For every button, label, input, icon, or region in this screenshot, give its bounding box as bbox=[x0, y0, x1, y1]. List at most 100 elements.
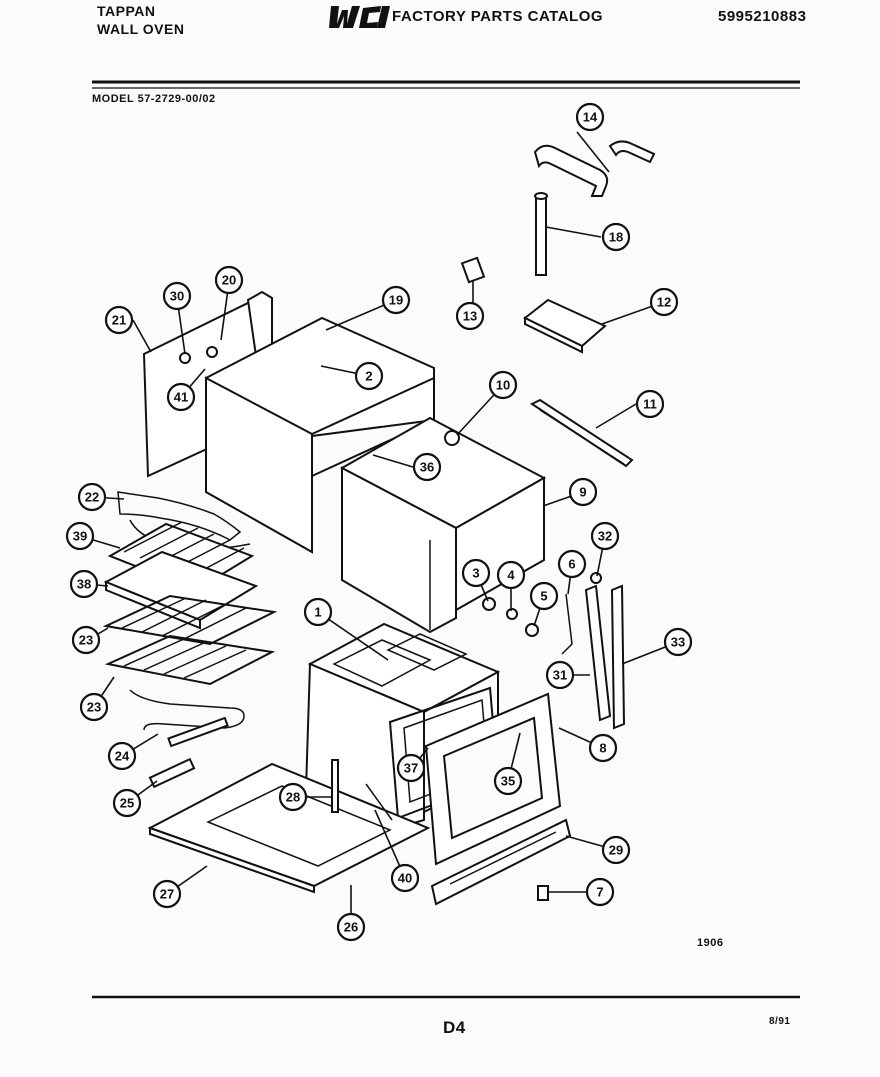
svg-text:1: 1 bbox=[314, 605, 321, 620]
callout-32: 32 bbox=[590, 521, 620, 551]
callout-9: 9 bbox=[568, 477, 598, 507]
svg-text:3: 3 bbox=[472, 566, 479, 581]
oven-rack-upper-part bbox=[102, 594, 278, 646]
svg-text:26: 26 bbox=[344, 920, 358, 935]
callout-40: 40 bbox=[390, 863, 420, 893]
terminal-block-part bbox=[148, 757, 196, 789]
svg-text:6: 6 bbox=[568, 557, 575, 572]
svg-text:25: 25 bbox=[120, 796, 134, 811]
clip-part bbox=[460, 256, 486, 284]
callout-13: 13 bbox=[455, 301, 485, 331]
callout-33: 33 bbox=[663, 627, 693, 657]
callout-26: 26 bbox=[336, 912, 366, 942]
svg-text:27: 27 bbox=[160, 887, 174, 902]
bracket-small-part bbox=[331, 759, 393, 821]
date-code: 8/91 bbox=[769, 1016, 791, 1027]
svg-text:11: 11 bbox=[643, 397, 657, 412]
callout-23-upper: 23 bbox=[71, 625, 101, 655]
callout-27: 27 bbox=[152, 879, 182, 909]
callout-21: 21 bbox=[104, 305, 134, 335]
svg-text:38: 38 bbox=[77, 577, 91, 592]
callout-30: 30 bbox=[162, 281, 192, 311]
callout-25: 25 bbox=[112, 788, 142, 818]
burner-box-part bbox=[523, 298, 607, 354]
svg-text:40: 40 bbox=[398, 871, 412, 886]
callout-22: 22 bbox=[77, 482, 107, 512]
callout-41: 41 bbox=[166, 382, 196, 412]
callout-10: 10 bbox=[488, 370, 518, 400]
catalog-number: 5995210883 bbox=[718, 8, 807, 25]
svg-text:31: 31 bbox=[553, 668, 567, 683]
flue-pipe-part bbox=[533, 140, 656, 197]
callout-24: 24 bbox=[107, 741, 137, 771]
brand-name: TAPPAN bbox=[97, 3, 156, 19]
callout-28: 28 bbox=[278, 782, 308, 812]
wci-logo bbox=[329, 6, 390, 28]
hardware-parts bbox=[179, 346, 602, 901]
svg-text:7: 7 bbox=[596, 885, 603, 900]
callout-35: 35 bbox=[493, 766, 523, 796]
model-number: MODEL 57-2729-00/02 bbox=[92, 93, 216, 105]
svg-text:20: 20 bbox=[222, 273, 236, 288]
svg-text:22: 22 bbox=[85, 490, 99, 505]
bake-element-part bbox=[129, 689, 245, 748]
svg-text:28: 28 bbox=[286, 790, 300, 805]
callout-39: 39 bbox=[65, 521, 95, 551]
bottom-panel-part bbox=[147, 762, 431, 894]
svg-text:9: 9 bbox=[579, 485, 586, 500]
callout-36: 36 bbox=[412, 452, 442, 482]
bracket-part bbox=[530, 398, 634, 468]
vent-tube-part bbox=[534, 192, 548, 276]
callout-7: 7 bbox=[585, 877, 615, 907]
svg-text:32: 32 bbox=[598, 529, 612, 544]
callout-19: 19 bbox=[381, 285, 411, 315]
figure-code: 1906 bbox=[697, 937, 724, 949]
svg-text:30: 30 bbox=[170, 289, 184, 304]
callout-31: 31 bbox=[545, 660, 575, 690]
callout-23-lower: 23 bbox=[79, 692, 109, 722]
svg-text:21: 21 bbox=[112, 313, 126, 328]
callout-37: 37 bbox=[396, 753, 426, 783]
svg-text:36: 36 bbox=[420, 460, 434, 475]
svg-text:19: 19 bbox=[389, 293, 403, 308]
callout-8: 8 bbox=[588, 733, 618, 763]
svg-text:29: 29 bbox=[609, 843, 623, 858]
svg-text:33: 33 bbox=[671, 635, 685, 650]
svg-text:35: 35 bbox=[501, 774, 515, 789]
kick-plate-part bbox=[430, 818, 572, 906]
catalog-title: FACTORY PARTS CATALOG bbox=[392, 8, 604, 25]
callout-2: 2 bbox=[354, 361, 384, 391]
svg-text:41: 41 bbox=[174, 390, 188, 405]
callout-5: 5 bbox=[529, 581, 559, 611]
product-type: WALL OVEN bbox=[97, 21, 185, 37]
callout-20: 20 bbox=[214, 265, 244, 295]
svg-text:12: 12 bbox=[657, 295, 671, 310]
svg-text:4: 4 bbox=[507, 568, 515, 583]
svg-text:10: 10 bbox=[496, 378, 510, 393]
callout-18: 18 bbox=[601, 222, 631, 252]
oven-liner-box-part bbox=[339, 416, 547, 634]
door-frame-part bbox=[424, 692, 562, 866]
svg-text:8: 8 bbox=[599, 741, 606, 756]
svg-text:14: 14 bbox=[583, 110, 598, 125]
svg-text:23: 23 bbox=[79, 633, 93, 648]
callout-11: 11 bbox=[635, 389, 665, 419]
svg-text:24: 24 bbox=[115, 749, 130, 764]
callout-6: 6 bbox=[557, 549, 587, 579]
svg-text:18: 18 bbox=[609, 230, 623, 245]
svg-text:2: 2 bbox=[365, 369, 372, 384]
svg-text:39: 39 bbox=[73, 529, 87, 544]
svg-text:37: 37 bbox=[404, 761, 418, 776]
callout-4: 4 bbox=[496, 560, 526, 590]
oven-rack-lower-part bbox=[104, 634, 276, 686]
callout-14: 14 bbox=[575, 102, 605, 132]
callout-29: 29 bbox=[601, 835, 631, 865]
callout-3: 3 bbox=[461, 558, 491, 588]
callout-1: 1 bbox=[303, 597, 333, 627]
callout-38: 38 bbox=[69, 569, 99, 599]
side-trim-part bbox=[584, 584, 626, 730]
svg-text:13: 13 bbox=[463, 309, 477, 324]
svg-text:5: 5 bbox=[540, 589, 547, 604]
